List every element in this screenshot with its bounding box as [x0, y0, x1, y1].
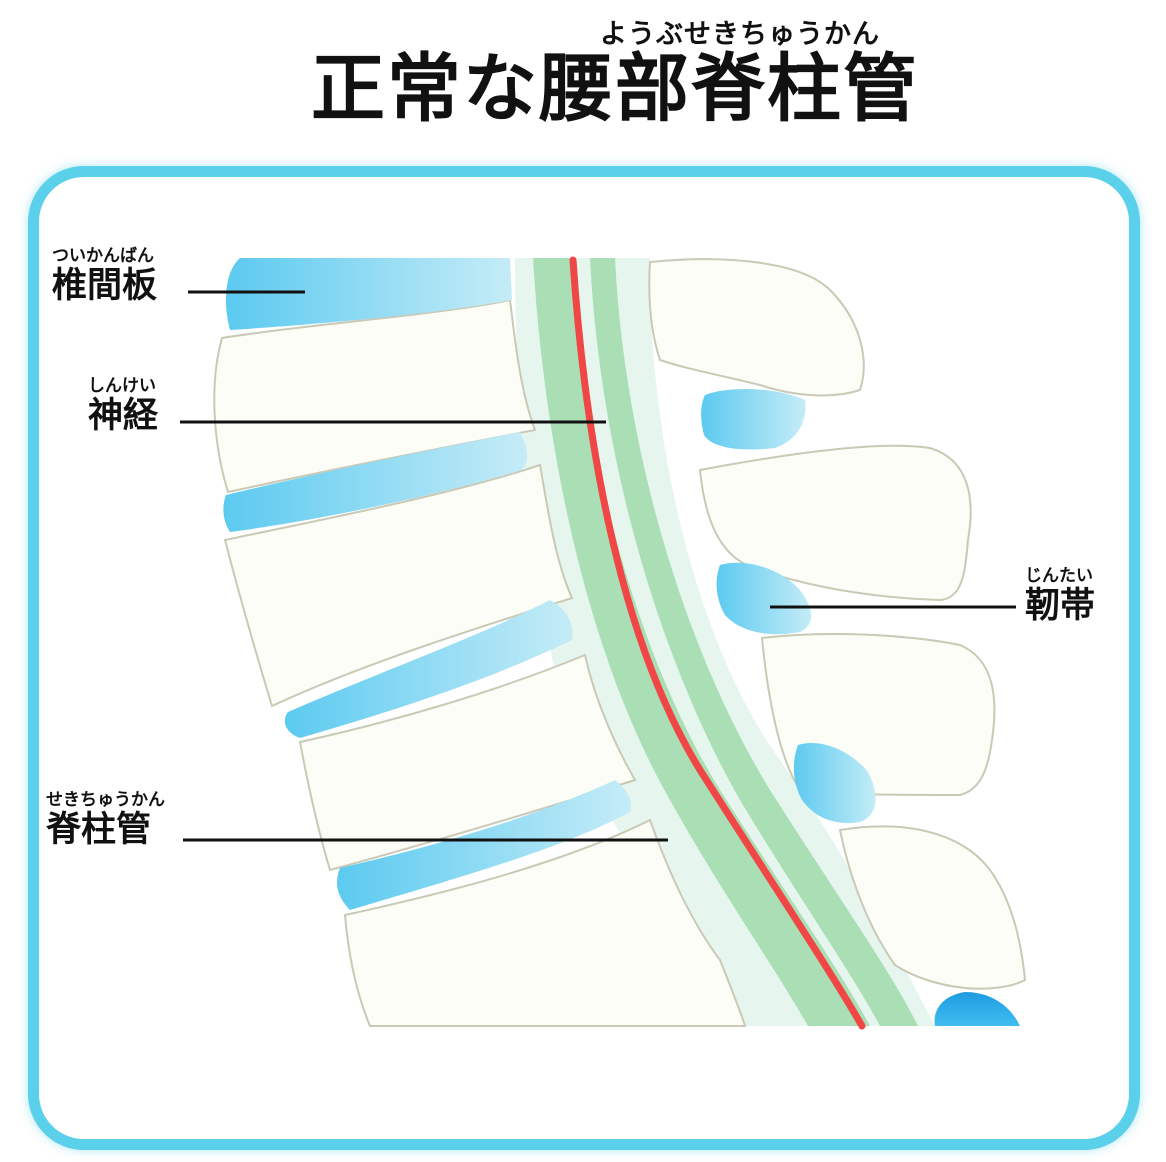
title-ruby: ようぶせきちゅうかん — [600, 19, 880, 50]
disc-4 — [337, 780, 631, 910]
label-disc: ついかんばん 椎間板 — [52, 248, 157, 304]
label-canal-ruby: せきちゅうかん — [46, 790, 165, 810]
label-nerve-ruby: しんけい — [88, 376, 156, 396]
page-title: 正常な腰部脊柱管 — [311, 46, 919, 132]
vertebra-3 — [298, 653, 637, 872]
label-disc-ruby: ついかんばん — [52, 246, 154, 266]
label-nerve: しんけい 神経 — [88, 378, 158, 434]
label-ligament: じんたい 靭帯 — [1025, 568, 1095, 624]
vertebra-1 — [213, 298, 537, 494]
disc-1 — [225, 258, 512, 330]
process-1 — [648, 258, 865, 397]
ligament-1 — [701, 388, 806, 450]
ligament-2 — [716, 562, 812, 635]
vertebra-2 — [223, 463, 574, 708]
process-4 — [838, 825, 1027, 990]
label-nerve-name: 神経 — [88, 396, 159, 436]
label-canal: せきちゅうかん 脊柱管 — [46, 792, 165, 848]
label-disc-name: 椎間板 — [52, 266, 158, 306]
nerve-line — [569, 256, 866, 1030]
dura-band — [533, 258, 870, 1026]
dark-disc — [934, 992, 1020, 1026]
label-canal-name: 脊柱管 — [46, 810, 152, 850]
vertebra-4 — [343, 818, 747, 1027]
ligament-3 — [793, 743, 876, 824]
label-ligament-name: 靭帯 — [1025, 586, 1096, 626]
label-ligament-ruby: じんたい — [1025, 566, 1093, 586]
disc-3 — [284, 600, 573, 738]
disc-2 — [223, 432, 528, 532]
